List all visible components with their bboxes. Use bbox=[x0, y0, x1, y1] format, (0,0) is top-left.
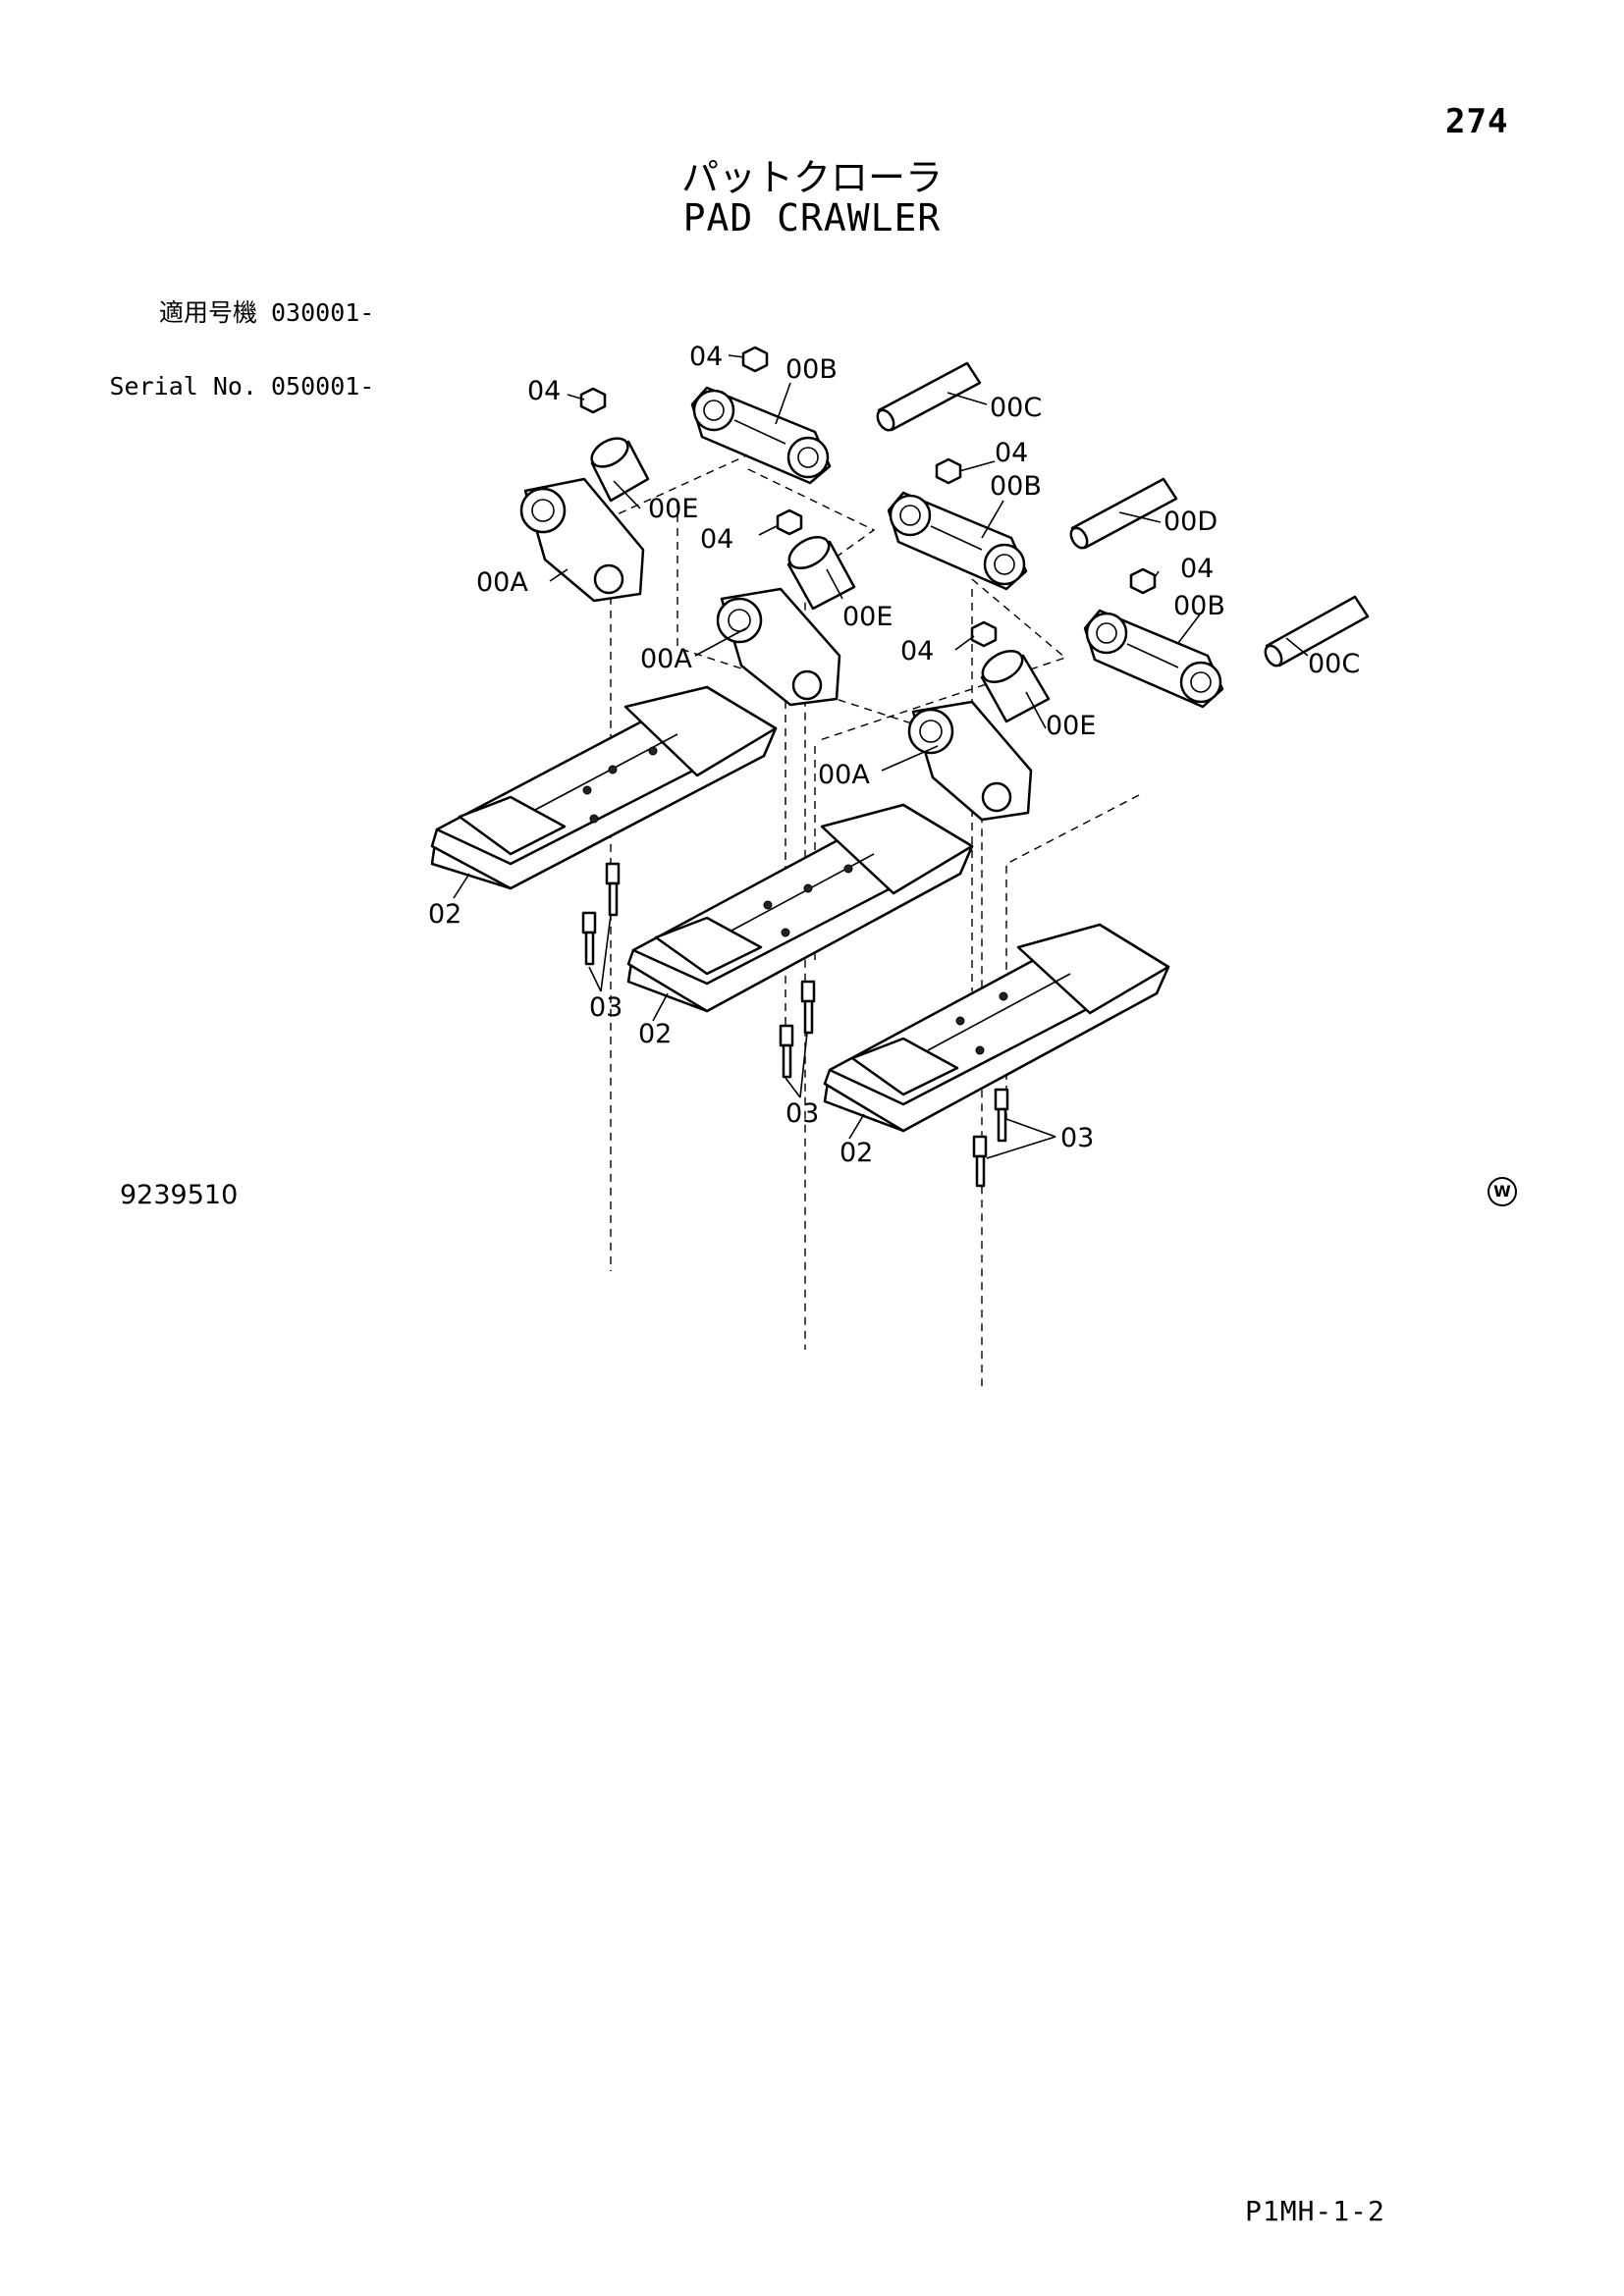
callout-03: 03 bbox=[1060, 1123, 1094, 1153]
link-00B-top bbox=[690, 386, 832, 485]
serial-row-applicable: 適用号機 030001- bbox=[108, 300, 374, 325]
bolt-icon bbox=[994, 1088, 1009, 1143]
link-00A-top bbox=[519, 477, 645, 603]
callout-00E: 00E bbox=[842, 602, 893, 632]
callout-02: 02 bbox=[638, 1019, 672, 1049]
callout-00C: 00C bbox=[1308, 649, 1360, 679]
leader-lines bbox=[453, 354, 1309, 1159]
nut-icon bbox=[1129, 567, 1157, 595]
footer-page-code: P1MH-1-2 bbox=[1245, 2195, 1385, 2227]
bushing-00E-top bbox=[590, 437, 650, 503]
callout-04: 04 bbox=[900, 636, 934, 667]
page-title-english: PAD CRAWLER bbox=[682, 196, 942, 240]
registered-mark-icon: W bbox=[1488, 1177, 1517, 1206]
drawing-number: 9239510 bbox=[120, 1180, 239, 1210]
callout-04: 04 bbox=[689, 342, 723, 372]
track-shoe-left bbox=[430, 685, 778, 890]
link-00B-bottom bbox=[1083, 609, 1224, 709]
link-00B-middle bbox=[887, 491, 1028, 591]
callout-00B: 00B bbox=[990, 471, 1042, 502]
link-00A-bottom bbox=[907, 700, 1033, 822]
page-title-japanese: パットクローラ bbox=[680, 156, 943, 199]
serial-label: 適用号機 bbox=[158, 298, 257, 327]
track-shoe-right bbox=[823, 923, 1170, 1133]
callout-04: 04 bbox=[700, 524, 733, 555]
nut-icon bbox=[970, 620, 998, 648]
callout-00E: 00E bbox=[648, 494, 698, 524]
callout-00D: 00D bbox=[1164, 507, 1218, 537]
callout-04: 04 bbox=[995, 438, 1028, 468]
link-00A-middle bbox=[716, 587, 841, 707]
nut-group bbox=[579, 346, 1157, 648]
callout-00B: 00B bbox=[785, 354, 838, 385]
bolt-group bbox=[581, 862, 1009, 1188]
bushing-00E-middle bbox=[786, 536, 856, 611]
track-shoe-middle bbox=[626, 803, 974, 1013]
page-number: 274 bbox=[1445, 102, 1509, 141]
bolt-icon bbox=[605, 862, 621, 917]
nut-icon bbox=[776, 508, 803, 536]
pin-00C-top bbox=[876, 361, 982, 432]
callout-02: 02 bbox=[428, 899, 461, 930]
callout-03: 03 bbox=[785, 1098, 819, 1129]
serial-value: 050001- bbox=[271, 372, 375, 400]
callout-03: 03 bbox=[589, 992, 623, 1023]
callout-00A: 00A bbox=[818, 760, 870, 790]
nut-icon bbox=[579, 387, 607, 414]
bushing-00E-bottom bbox=[980, 650, 1051, 723]
callout-00B: 00B bbox=[1173, 591, 1225, 621]
callout-00C: 00C bbox=[990, 393, 1042, 423]
callout-00E: 00E bbox=[1046, 711, 1096, 741]
nut-icon bbox=[741, 346, 769, 373]
serial-row-serial-no: Serial No. 050001- bbox=[108, 374, 374, 399]
bolt-icon bbox=[581, 911, 597, 966]
pin-00D bbox=[1069, 477, 1178, 550]
pin-00C-bottom bbox=[1264, 595, 1370, 667]
callout-04: 04 bbox=[527, 376, 561, 406]
callout-04: 04 bbox=[1180, 554, 1214, 584]
callout-00A: 00A bbox=[640, 644, 692, 674]
bolt-icon bbox=[779, 1024, 794, 1079]
nut-icon bbox=[935, 457, 962, 485]
callout-00A: 00A bbox=[476, 567, 528, 598]
callout-labels: 04 04 00B 00C 04 00B 00E 00D 04 04 00A 0… bbox=[428, 342, 1360, 1168]
serial-info: 適用号機 030001- Serial No. 050001- bbox=[108, 251, 374, 423]
callout-02: 02 bbox=[839, 1138, 873, 1168]
serial-label: Serial No. bbox=[109, 372, 257, 400]
bolt-icon bbox=[972, 1135, 988, 1188]
serial-value: 030001- bbox=[271, 298, 375, 327]
bolt-icon bbox=[800, 980, 816, 1035]
